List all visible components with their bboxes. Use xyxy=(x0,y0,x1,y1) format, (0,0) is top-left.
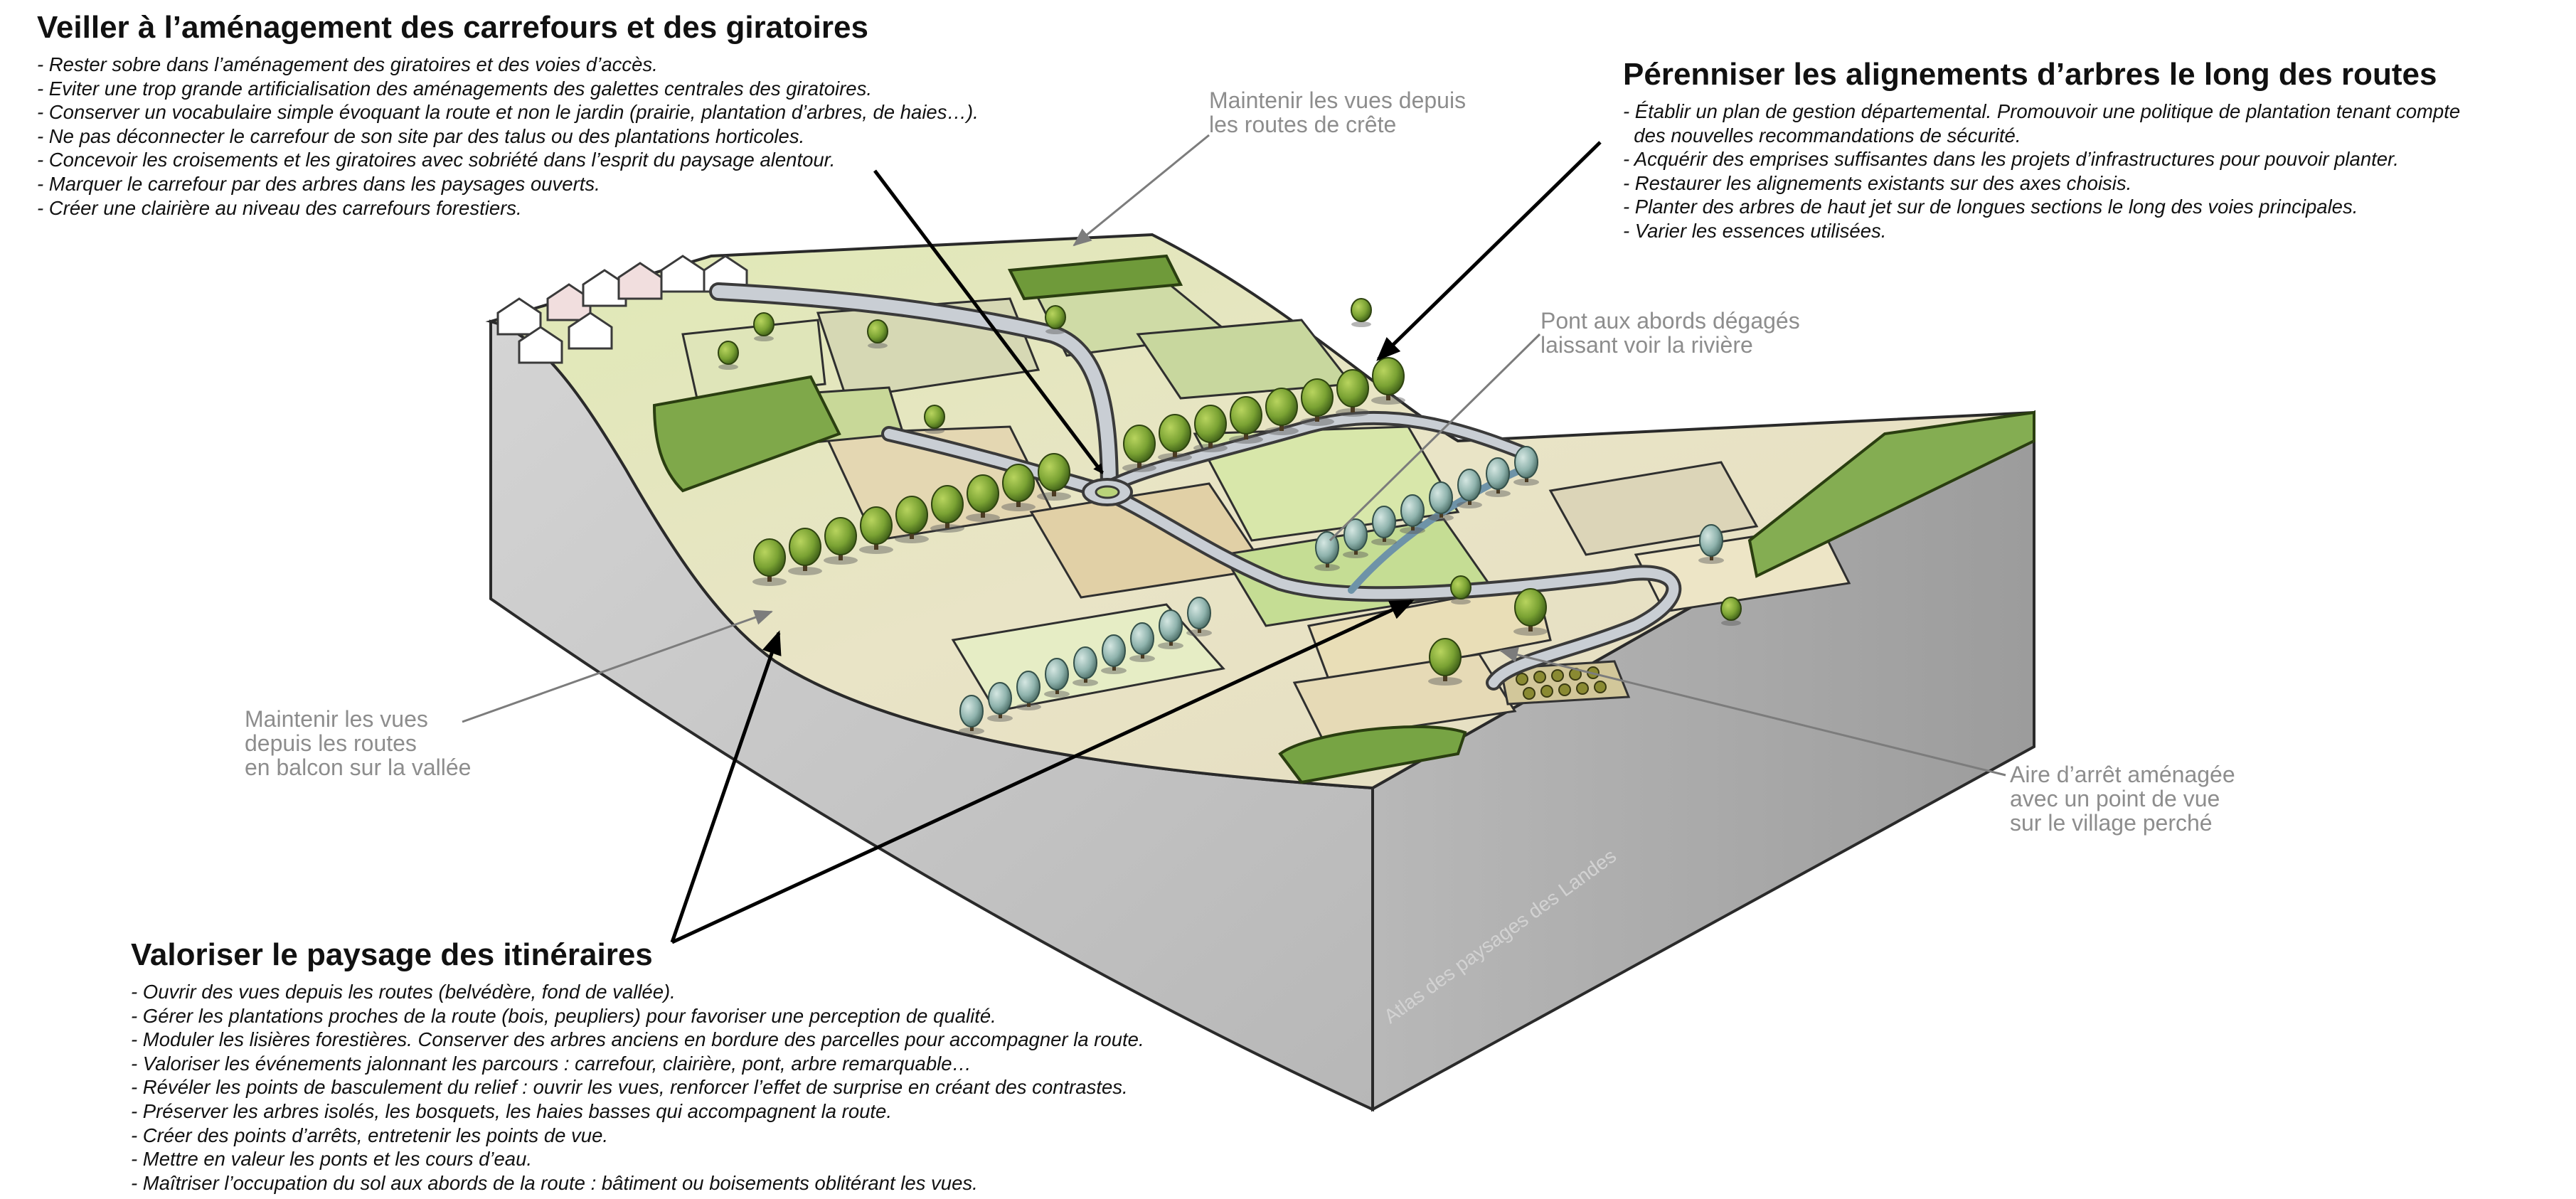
village xyxy=(496,255,748,364)
block-items: - Ouvrir des vues depuis les routes (bel… xyxy=(131,980,1144,1195)
list-item: - Gérer les plantations proches de la ro… xyxy=(131,1004,996,1027)
list-item: - Moduler les lisières forestières. Cons… xyxy=(131,1028,1144,1051)
roundabout xyxy=(1082,478,1133,506)
list-item: - Mettre en valeur les ponts et les cour… xyxy=(131,1148,533,1171)
list-item: - Eviter une trop grande artificialisati… xyxy=(37,77,872,100)
list-item: - Valoriser les événements jalonnant les… xyxy=(131,1052,972,1075)
block-items: - Rester sobre dans l’aménagement des gi… xyxy=(37,53,979,220)
list-item: - Créer des points d’arrêts, entretenir … xyxy=(131,1124,609,1146)
list-item: - Préserver les arbres isolés, les bosqu… xyxy=(131,1099,892,1122)
arrow-giratoires xyxy=(873,169,1104,474)
label-aire: Aire d’arrêt aménagée avec un point de v… xyxy=(2010,762,2235,836)
block-itineraires: Valoriser le paysage des itinéraires - O… xyxy=(131,936,1144,1195)
label-pont: Pont aux abords dégagés laissant voir la… xyxy=(1540,308,1800,358)
block-title: Veiller à l’aménagement des carrefours e… xyxy=(37,10,868,45)
list-item: - Conserver un vocabulaire simple évoqua… xyxy=(37,101,979,124)
block-items: - Établir un plan de gestion département… xyxy=(1623,100,2460,243)
block-giratoires: Veiller à l’aménagement des carrefours e… xyxy=(37,9,979,220)
gray-leader-lines xyxy=(462,134,2006,777)
list-item: - Révéler les points de basculement du r… xyxy=(131,1076,1128,1099)
list-item: - Ne pas déconnecter le carrefour de son… xyxy=(37,124,805,147)
forest-patches xyxy=(652,254,2035,784)
arrows-itineraires xyxy=(670,599,1415,944)
arrow-alignements xyxy=(1376,141,1602,361)
label-crete: Maintenir les vues depuis les routes de … xyxy=(1209,87,1467,137)
list-item: - Restaurer les alignements existants su… xyxy=(1623,171,2132,194)
list-item: - Ouvrir des vues depuis les routes (bel… xyxy=(131,981,676,1003)
list-item: - Planter des arbres de haut jet sur de … xyxy=(1623,196,2358,218)
block-title: Pérenniser les alignements d’arbres le l… xyxy=(1623,57,2437,92)
list-item: - Rester sobre dans l’aménagement des gi… xyxy=(37,53,658,75)
list-item: - Concevoir les croisements et les girat… xyxy=(37,149,836,171)
label-balcon: Maintenir les vues depuis les routes en … xyxy=(245,706,472,780)
list-item: des nouvelles recommandations de sécurit… xyxy=(1623,124,2021,146)
orchard xyxy=(1499,660,1631,705)
block-alignements: Pérenniser les alignements d’arbres le l… xyxy=(1623,55,2460,243)
list-item: - Établir un plan de gestion département… xyxy=(1623,100,2461,122)
block-title: Valoriser le paysage des itinéraires xyxy=(131,937,653,972)
list-item: - Varier les essences utilisées. xyxy=(1623,219,1887,242)
list-item: - Acquérir des emprises suffisantes dans… xyxy=(1623,148,2399,171)
list-item: - Créer une clairière au niveau des carr… xyxy=(37,196,522,219)
list-item: - Marquer le carrefour par des arbres da… xyxy=(37,172,600,195)
list-item: - Maîtriser l’occupation du sol aux abor… xyxy=(131,1171,978,1194)
